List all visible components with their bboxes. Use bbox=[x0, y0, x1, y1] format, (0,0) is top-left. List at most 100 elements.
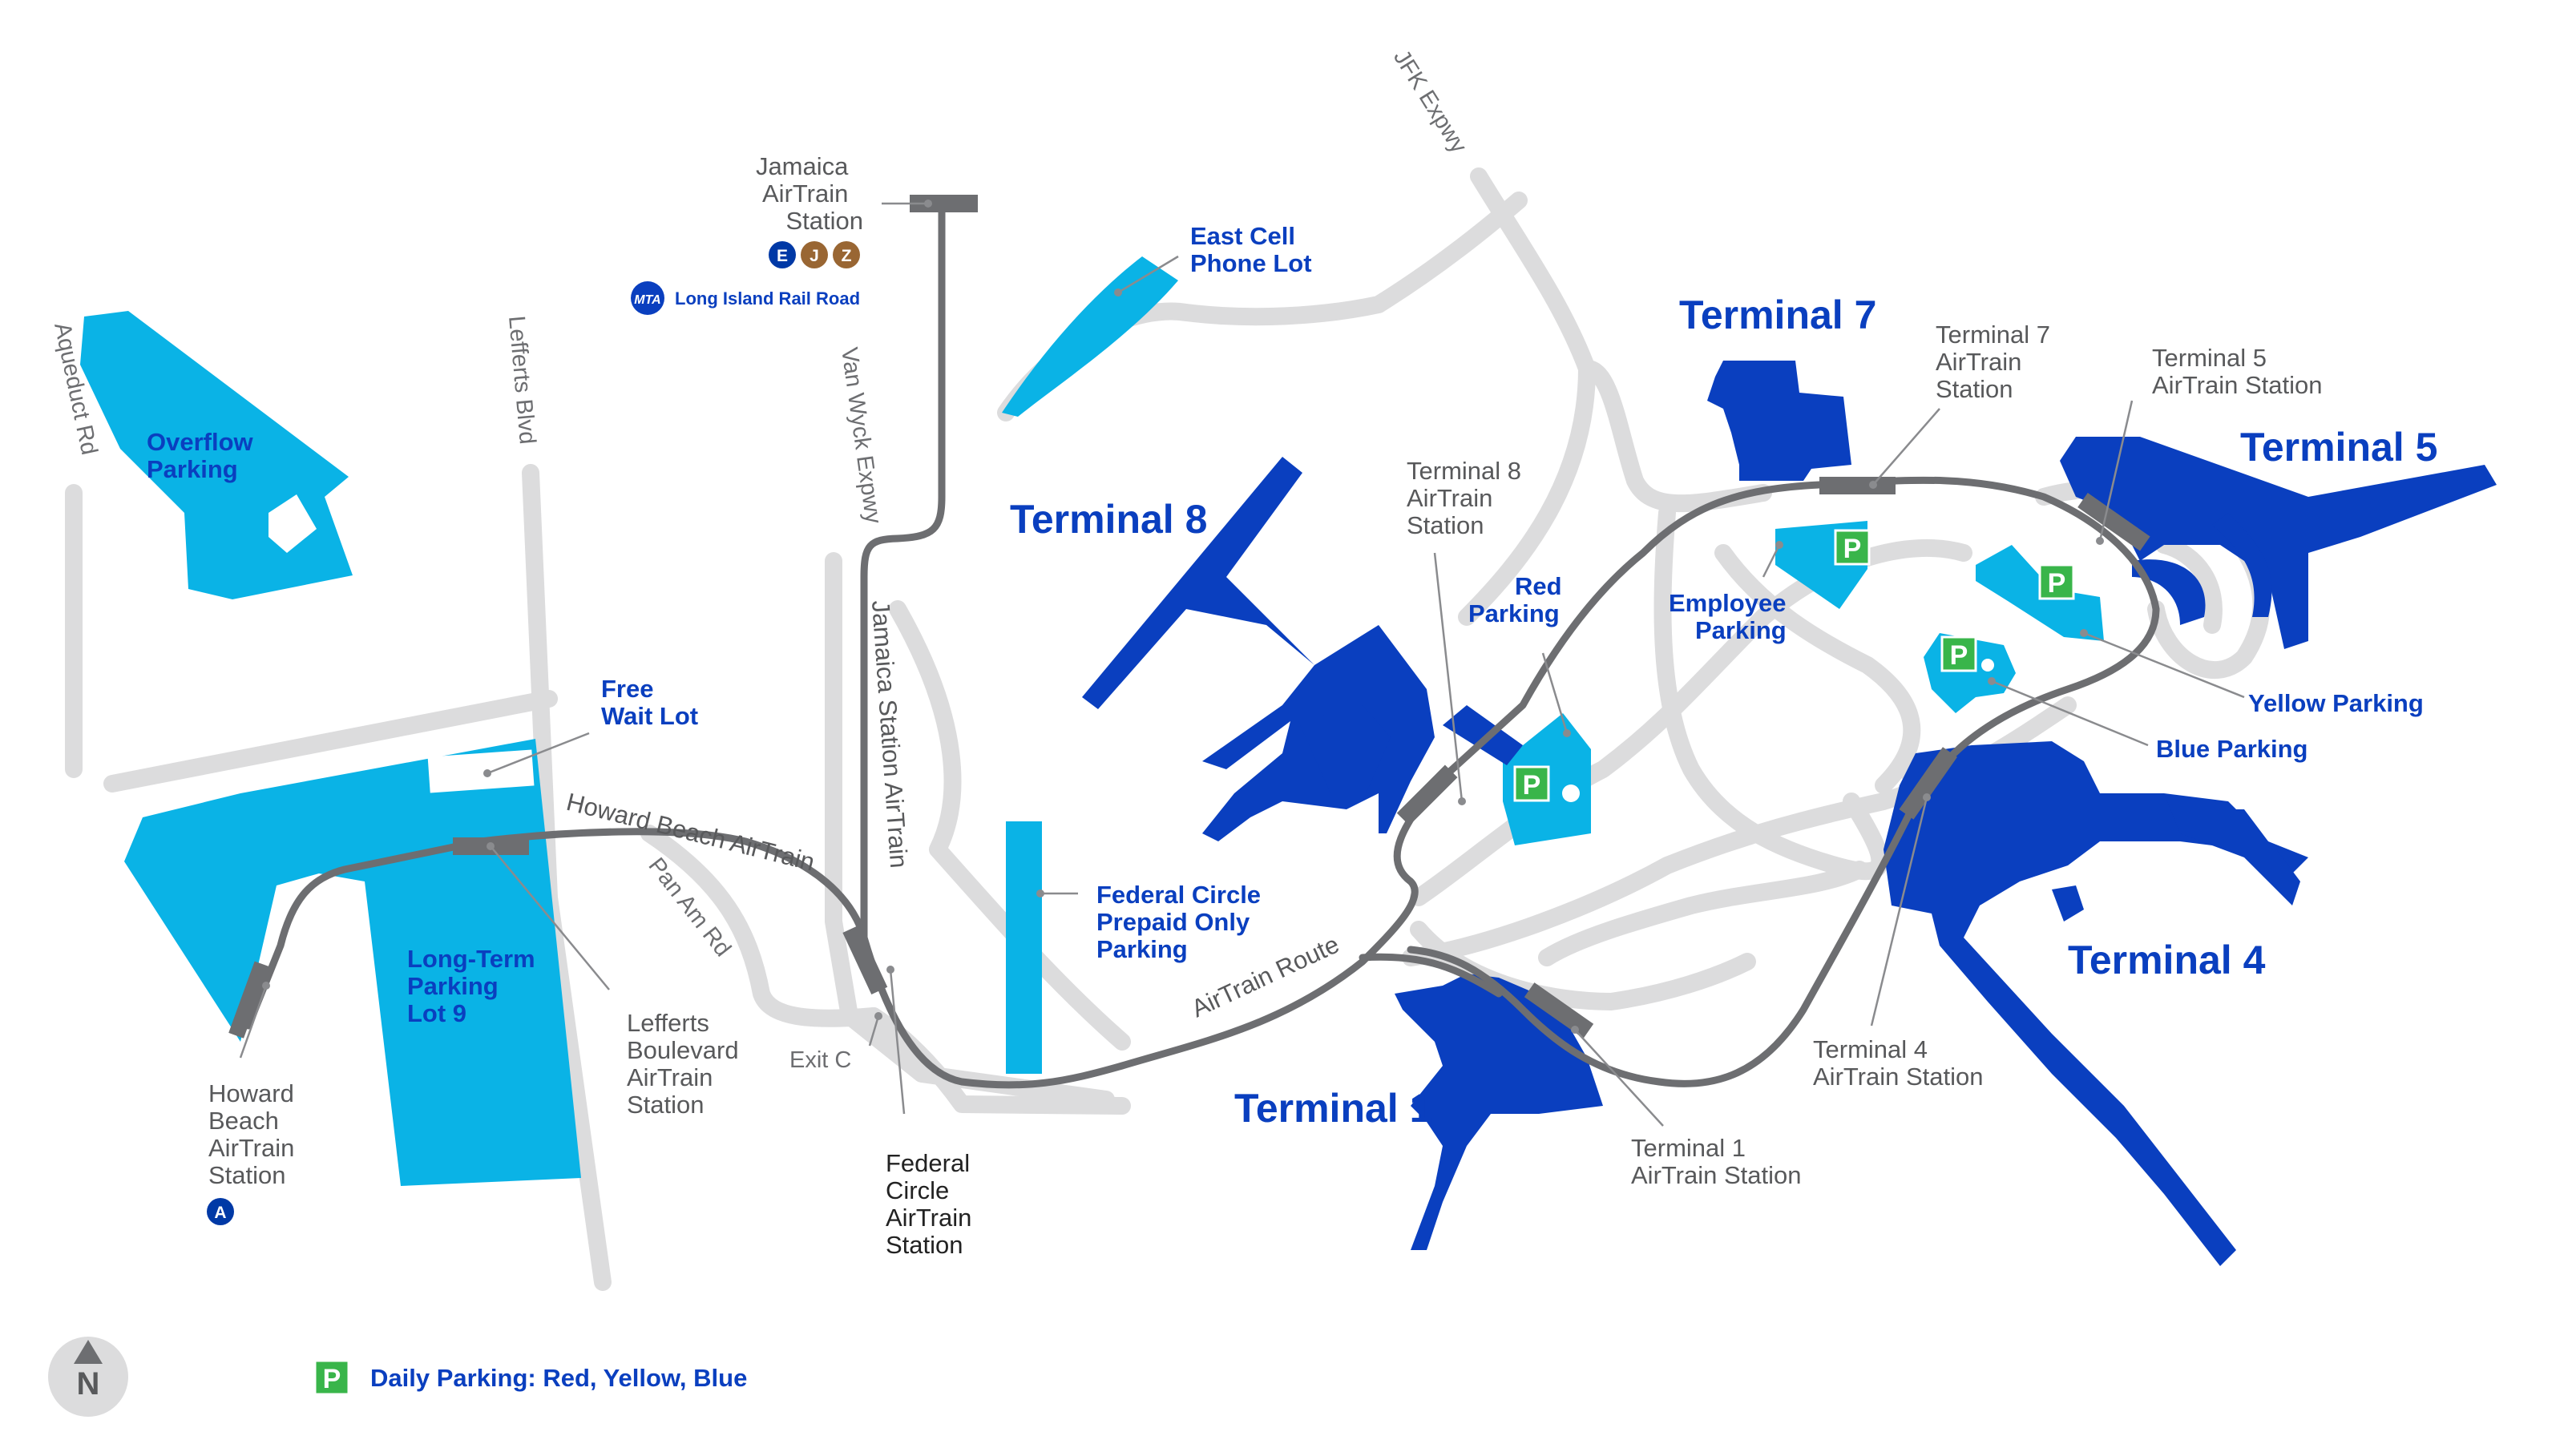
station-label-jamaica-3: Station bbox=[785, 207, 863, 235]
lot-east-cell bbox=[1002, 256, 1178, 417]
parking-label-east-cell-2: Phone Lot bbox=[1190, 249, 1312, 277]
station-label-federal-4: Station bbox=[886, 1231, 963, 1259]
station-bar-t7 bbox=[1819, 477, 1896, 494]
terminal-5-building bbox=[2060, 437, 2497, 649]
parking-label-free-wait-1: Free bbox=[601, 675, 653, 703]
station-label-howard-4: Station bbox=[208, 1161, 286, 1189]
parking-label-employee[interactable]: Employee Parking bbox=[1669, 589, 1793, 644]
station-bar-federal bbox=[842, 925, 888, 995]
station-label-t4[interactable]: Terminal 4 AirTrain Station bbox=[1813, 1035, 1984, 1091]
parking-label-federal-prepaid[interactable]: Federal Circle Prepaid Only Parking bbox=[1096, 881, 1268, 963]
station-label-lefferts[interactable]: Lefferts Boulevard AirTrain Station bbox=[627, 1009, 745, 1119]
transit-badges: E J Z MTA Long Island Rail Road A bbox=[207, 241, 860, 1225]
terminal-5-label[interactable]: Terminal 5 bbox=[2240, 425, 2437, 470]
station-labels: Jamaica AirTrain Station Howard Beach Ai… bbox=[208, 152, 2323, 1259]
station-bar-t5 bbox=[2077, 493, 2150, 551]
p-symbol-yellow bbox=[2038, 563, 2075, 600]
station-label-t5[interactable]: Terminal 5 AirTrain Station bbox=[2152, 344, 2323, 399]
terminal-8-label[interactable]: Terminal 8 bbox=[1010, 497, 1207, 542]
road-label-lefferts-blvd: Lefferts Blvd bbox=[503, 315, 540, 446]
station-bar-t1 bbox=[1524, 982, 1594, 1039]
station-bar-jamaica bbox=[910, 195, 978, 212]
terminal-4-label[interactable]: Terminal 4 bbox=[2068, 938, 2266, 982]
airtrain-jamaica-line bbox=[860, 200, 946, 942]
terminal-7-label[interactable]: Terminal 7 bbox=[1679, 292, 1876, 337]
parking-p-symbols: P P P P bbox=[1513, 529, 2075, 802]
lirr-label[interactable]: Long Island Rail Road bbox=[675, 288, 860, 309]
station-label-jamaica-2: AirTrain bbox=[762, 179, 848, 208]
leader-lines bbox=[239, 200, 2245, 1127]
subway-badge-a-icon[interactable] bbox=[207, 1198, 234, 1225]
parking-label-long-term-1: Long-Term bbox=[407, 945, 535, 973]
airtrain-federal-circle bbox=[860, 476, 2160, 1089]
parking-label-red[interactable]: Red Parking bbox=[1468, 572, 1569, 627]
road-pan-am bbox=[640, 825, 882, 1027]
subway-badge-j-icon[interactable] bbox=[801, 241, 828, 268]
station-label-howard-beach[interactable]: Howard Beach AirTrain Station bbox=[208, 1079, 301, 1189]
station-label-t7-1: Terminal 7 bbox=[1936, 321, 2050, 349]
parking-label-east-cell[interactable]: East Cell Phone Lot bbox=[1190, 222, 1312, 277]
subway-badge-z-icon[interactable] bbox=[833, 241, 860, 268]
p-symbol-employee bbox=[1834, 529, 1871, 566]
terminal-5-inner bbox=[2132, 559, 2206, 625]
station-label-t1-1: Terminal 1 bbox=[1631, 1134, 1746, 1162]
station-label-t1[interactable]: Terminal 1 AirTrain Station bbox=[1631, 1134, 1802, 1189]
parking-label-overflow[interactable]: Overflow Parking bbox=[147, 428, 260, 483]
parking-label-long-term[interactable]: Long-Term Parking Lot 9 bbox=[407, 945, 542, 1027]
airtrain-howard-beach-line bbox=[244, 828, 868, 1030]
parking-label-employee-2: Parking bbox=[1695, 616, 1787, 644]
airtrain-network bbox=[228, 195, 2160, 1089]
legend-p-letter: P bbox=[323, 1364, 341, 1394]
road-t7-approach bbox=[1578, 360, 1772, 513]
airtrain-loop-t1 bbox=[1359, 953, 1503, 998]
parking-label-long-term-2: Parking bbox=[407, 972, 499, 1000]
station-label-t8[interactable]: Terminal 8 AirTrain Station bbox=[1407, 457, 1528, 539]
station-label-t7-2: AirTrain bbox=[1936, 348, 2021, 376]
lot-free-wait-hole bbox=[427, 749, 535, 793]
parking-label-federal-prepaid-3: Parking bbox=[1096, 935, 1188, 963]
parking-label-yellow[interactable]: Yellow Parking bbox=[2248, 689, 2424, 717]
legend: P Daily Parking: Red, Yellow, Blue bbox=[313, 1359, 747, 1396]
station-label-t8-2: AirTrain bbox=[1407, 484, 1492, 512]
p-letter-yellow: P bbox=[2048, 568, 2066, 599]
road-jamaica-area bbox=[889, 600, 1131, 1051]
parking-label-long-term-3: Lot 9 bbox=[407, 999, 466, 1027]
terminal-5-curve bbox=[2212, 513, 2272, 617]
station-label-t8-3: Station bbox=[1407, 511, 1484, 539]
road-label-van-wyck: Van Wyck Expwy bbox=[836, 346, 886, 526]
station-label-t7[interactable]: Terminal 7 AirTrain Station bbox=[1936, 321, 2057, 403]
terminal-8-pier-south bbox=[1298, 705, 1391, 801]
terminal-1-label[interactable]: Terminal 1 bbox=[1234, 1086, 1431, 1131]
terminals bbox=[1082, 361, 2497, 1266]
p-letter-red: P bbox=[1523, 770, 1541, 801]
parking-label-red-1: Red bbox=[1515, 572, 1562, 600]
station-label-federal-2: Circle bbox=[886, 1176, 949, 1204]
p-symbol-red bbox=[1513, 765, 1550, 802]
terminal-labels: Terminal 8 Terminal 7 Terminal 5 Termina… bbox=[1010, 292, 2437, 1131]
station-label-howard-1: Howard bbox=[208, 1079, 294, 1107]
terminal-1-building bbox=[1395, 974, 1603, 1250]
compass-circle-icon bbox=[48, 1337, 128, 1417]
parking-label-free-wait-2: Wait Lot bbox=[601, 702, 698, 730]
legend-daily-parking: Daily Parking: Red, Yellow, Blue bbox=[370, 1364, 747, 1392]
station-label-federal-circle[interactable]: Federal Circle AirTrain Station bbox=[886, 1149, 979, 1259]
north-arrow-icon bbox=[74, 1340, 103, 1364]
station-label-howard-2: Beach bbox=[208, 1107, 279, 1135]
road-label-jfk-expwy: JFK Expwy bbox=[1388, 46, 1472, 158]
parking-label-overflow-2: Parking bbox=[147, 455, 238, 483]
compass[interactable]: N bbox=[48, 1337, 128, 1417]
terminal-4-node bbox=[2052, 885, 2084, 922]
road-inner-2 bbox=[1714, 544, 1921, 794]
road-jfk-expwy bbox=[1458, 167, 1596, 626]
station-label-jamaica[interactable]: Jamaica AirTrain Station bbox=[756, 152, 863, 235]
station-label-lefferts-4: Station bbox=[627, 1091, 705, 1119]
parking-label-federal-prepaid-2: Prepaid Only bbox=[1096, 908, 1250, 936]
legend-p-icon bbox=[313, 1359, 350, 1396]
station-label-lefferts-3: AirTrain bbox=[627, 1063, 713, 1091]
subway-badge-e-icon[interactable] bbox=[769, 241, 796, 268]
parking-label-free-wait[interactable]: Free Wait Lot bbox=[601, 675, 698, 730]
parking-label-blue[interactable]: Blue Parking bbox=[2156, 735, 2308, 763]
mta-logo-icon[interactable] bbox=[631, 281, 664, 315]
parking-label-overflow-1: Overflow bbox=[147, 428, 254, 456]
